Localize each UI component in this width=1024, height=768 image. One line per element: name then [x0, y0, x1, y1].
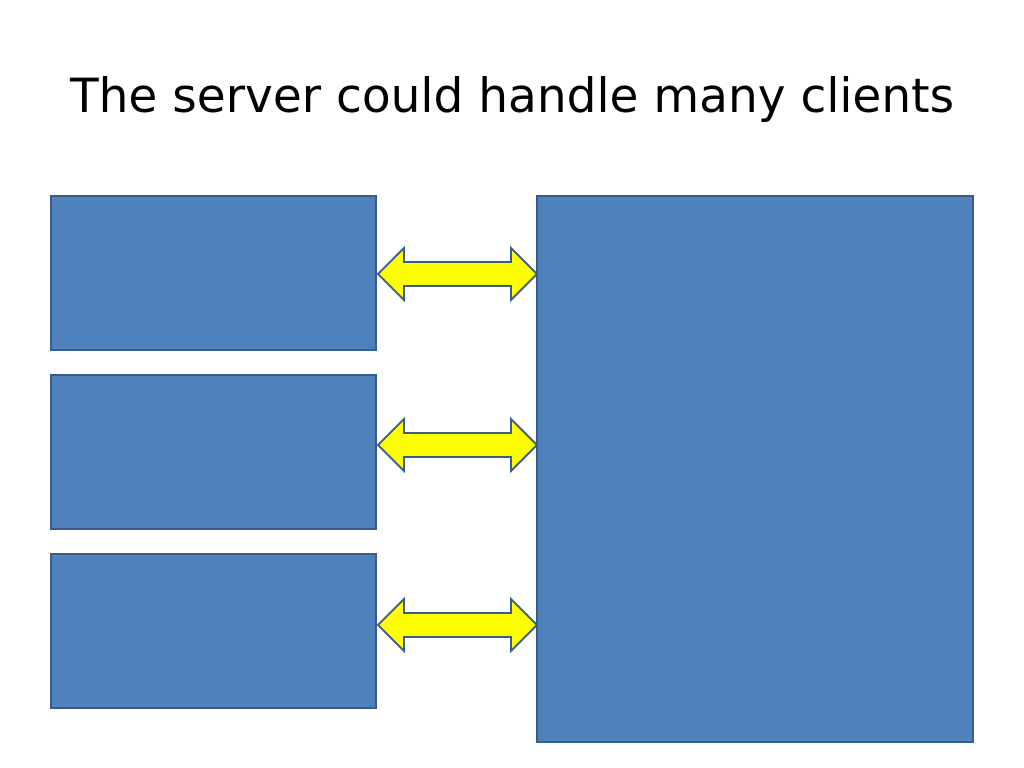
double-arrow-3	[376, 596, 539, 654]
server-box	[536, 195, 974, 743]
client-box-1	[50, 195, 377, 351]
slide-title: The server could handle many clients	[69, 69, 955, 124]
double-arrow-2	[376, 416, 539, 474]
client-box-3	[50, 553, 377, 709]
client-box-2	[50, 374, 377, 530]
double-arrow-1	[376, 245, 539, 303]
